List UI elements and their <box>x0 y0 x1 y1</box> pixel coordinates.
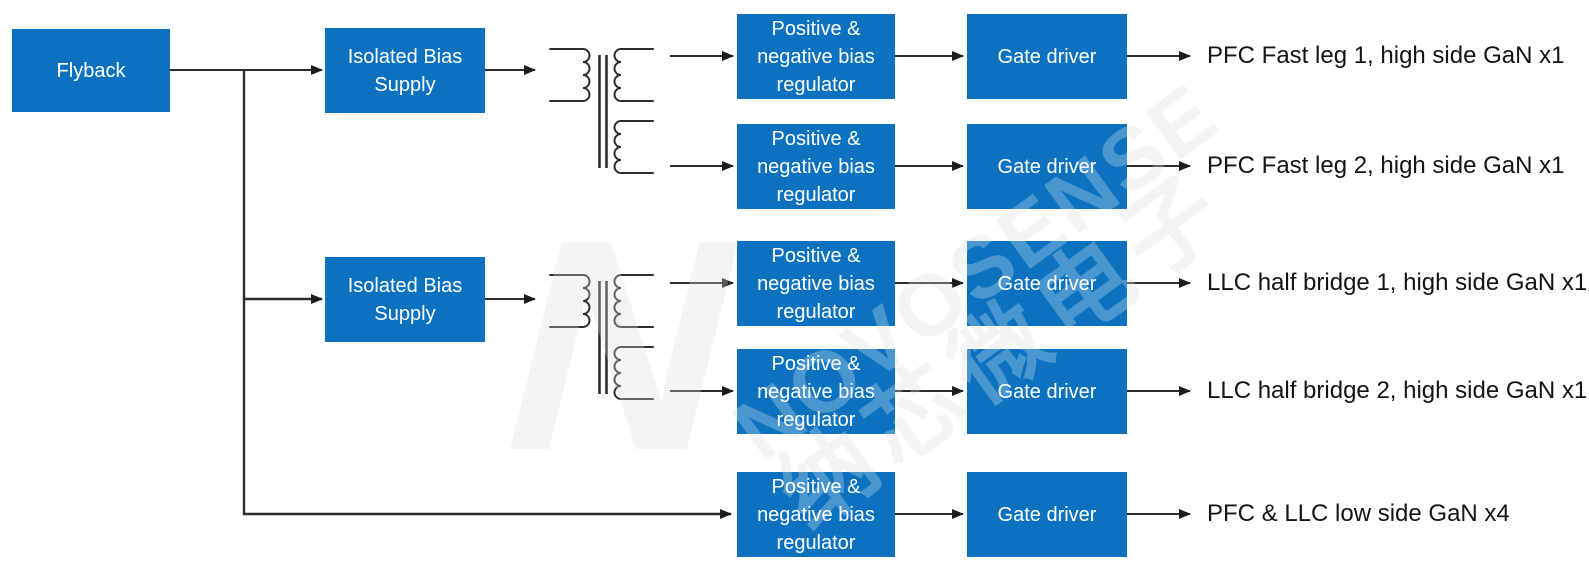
transformer2-symbol <box>549 274 654 400</box>
output-label-5: PFC & LLC low side GaN x4 <box>1207 500 1510 527</box>
flyback-block: Flyback <box>12 29 170 112</box>
bias-regulator-block-5: Positive & negative bias regulator <box>737 472 895 557</box>
bias-regulator-label: Positive & negative bias regulator <box>757 127 875 206</box>
gate-driver-block-4: Gate driver <box>967 349 1127 434</box>
gate-driver-block-5: Gate driver <box>967 472 1127 557</box>
transformer2-secondary-coil-bottom <box>613 346 654 400</box>
arrow-branch-to-regulator5 <box>242 70 732 519</box>
output-label-1: PFC Fast leg 1, high side GaN x1 <box>1207 42 1565 69</box>
bias-regulator-block-1: Positive & negative bias regulator <box>737 14 895 99</box>
gate-driver-label: Gate driver <box>997 45 1097 68</box>
gate-driver-block-3: Gate driver <box>967 241 1127 326</box>
isolated-bias-supply-block-1: Isolated Bias Supply <box>325 28 485 113</box>
gate-driver-label: Gate driver <box>997 155 1097 178</box>
gate-driver-label: Gate driver <box>997 503 1097 526</box>
transformer1-core <box>598 55 608 168</box>
flyback-label: Flyback <box>56 59 126 82</box>
bias-regulator-label: Positive & negative bias regulator <box>757 352 875 431</box>
bias-regulator-block-2: Positive & negative bias regulator <box>737 124 895 209</box>
bias-regulator-label: Positive & negative bias regulator <box>757 244 875 323</box>
gate-driver-label: Gate driver <box>997 272 1097 295</box>
bias-regulator-block-4: Positive & negative bias regulator <box>737 349 895 434</box>
transformer1-secondary-coil-top <box>613 48 654 102</box>
gate-driver-block-1: Gate driver <box>967 14 1127 99</box>
gate-driver-label: Gate driver <box>997 380 1097 403</box>
transformer2-core <box>598 281 608 394</box>
transformer1-primary-coil <box>549 48 591 102</box>
bias-regulator-block-3: Positive & negative bias regulator <box>737 241 895 326</box>
isolated-bias-supply-block-2: Isolated Bias Supply <box>325 257 485 342</box>
transformer2-primary-coil <box>549 274 591 328</box>
output-label-3: LLC half bridge 1, high side GaN x1 <box>1207 269 1588 296</box>
output-label-2: PFC Fast leg 2, high side GaN x1 <box>1207 152 1565 179</box>
gate-driver-block-2: Gate driver <box>967 124 1127 209</box>
transformer1-secondary-coil-bottom <box>613 120 654 174</box>
transformer2-secondary-coil-top <box>613 274 654 328</box>
isolated-bias-supply-label: Isolated Bias Supply <box>347 274 463 325</box>
bias-regulator-label: Positive & negative bias regulator <box>757 17 875 96</box>
isolated-bias-supply-label: Isolated Bias Supply <box>347 45 463 96</box>
output-label-4: LLC half bridge 2, high side GaN x1 <box>1207 377 1588 404</box>
transformer1-symbol <box>549 48 654 174</box>
bias-regulator-label: Positive & negative bias regulator <box>757 475 875 554</box>
